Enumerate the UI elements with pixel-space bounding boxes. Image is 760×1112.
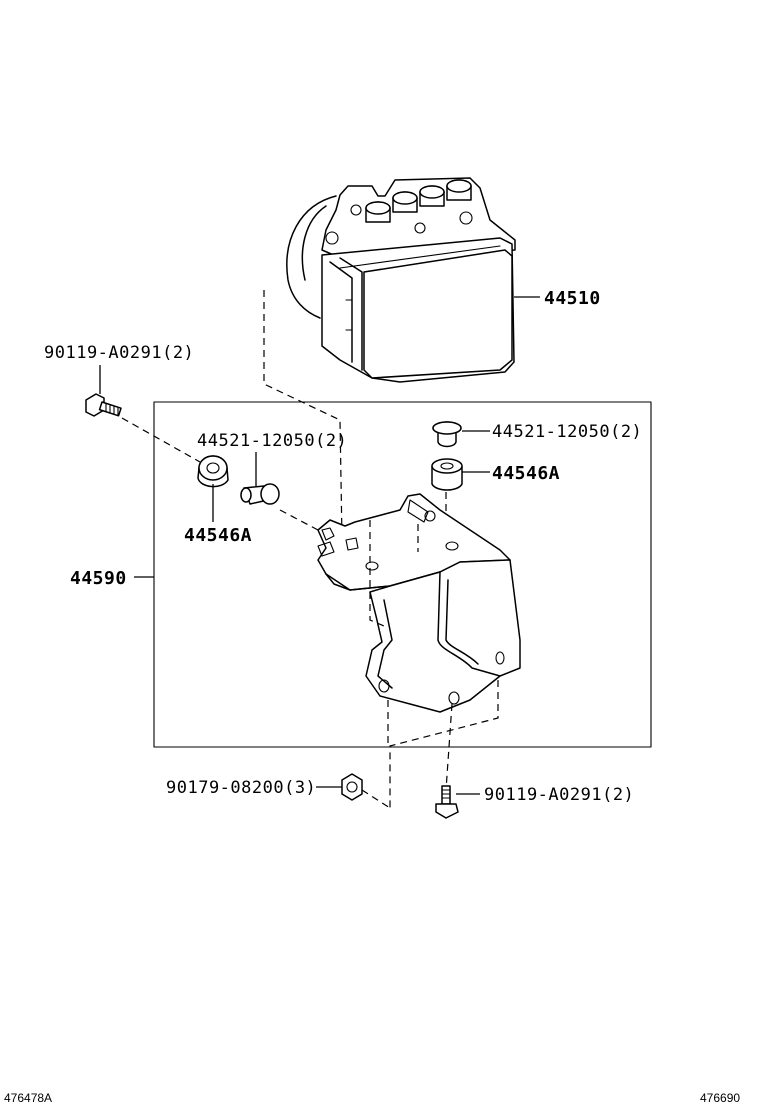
align-line-bracket-a: [369, 520, 385, 627]
abs-actuator: [286, 177, 516, 383]
bolt-bottom: [435, 785, 459, 819]
footer-right-code: 476690: [700, 1091, 740, 1105]
bracket: [317, 493, 521, 713]
label-actuator: 44510: [544, 288, 601, 309]
label-collar-left: 44521-12050(2): [197, 431, 347, 451]
grommet-left: [197, 455, 229, 488]
grommet-right: [431, 458, 463, 491]
bracket-group-frame: [153, 401, 652, 748]
label-bolt-bottom: 90119-A0291(2): [484, 785, 634, 805]
nut-bottom: [341, 773, 363, 801]
label-bolt-top-left: 90119-A0291(2): [44, 343, 194, 363]
align-line-bolt-bottom: [445, 703, 453, 791]
collar-left: [240, 483, 280, 505]
collar-right: [432, 421, 462, 448]
align-line-bolt-left: [121, 417, 201, 463]
align-line-actuator: [263, 290, 343, 541]
align-line-bracket-c: [389, 680, 499, 808]
bolt-top-left: [85, 393, 122, 417]
align-line-nut: [361, 789, 391, 809]
align-line-collar-left: [279, 509, 319, 531]
label-grommet-right: 44546A: [492, 463, 560, 484]
footer-left-code: 476478A: [4, 1091, 52, 1105]
label-bracket: 44590: [70, 568, 127, 589]
label-nut-bottom: 90179-08200(3): [166, 778, 316, 798]
label-grommet-left: 44546A: [184, 525, 252, 546]
label-collar-right: 44521-12050(2): [492, 422, 642, 442]
